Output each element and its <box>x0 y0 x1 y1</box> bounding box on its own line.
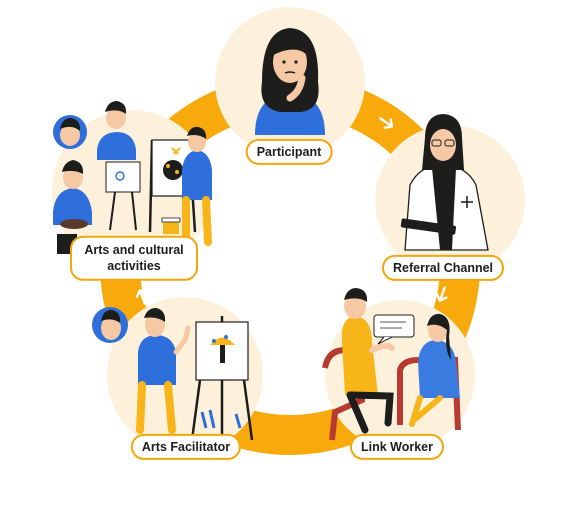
arts-facilitator-illustration <box>92 307 254 441</box>
node-label-referral-channel: Referral Channel <box>381 254 505 282</box>
arrow-icon-4 <box>135 289 148 305</box>
participant-illustration <box>255 28 325 135</box>
node-label-arts-activities: Arts and cultural activities <box>70 235 198 281</box>
arts-activities-illustration <box>53 101 212 254</box>
arrow-icon-1 <box>379 117 394 129</box>
node-label-link-worker: Link Worker <box>349 433 445 461</box>
node-label-arts-facilitator: Arts Facilitator <box>130 433 242 461</box>
node-label-participant: Participant <box>245 138 333 166</box>
arrow-icon-3 <box>285 395 303 409</box>
link-worker-illustration <box>322 288 461 441</box>
referral-illustration <box>400 114 489 251</box>
arrow-icon-2 <box>435 286 448 302</box>
